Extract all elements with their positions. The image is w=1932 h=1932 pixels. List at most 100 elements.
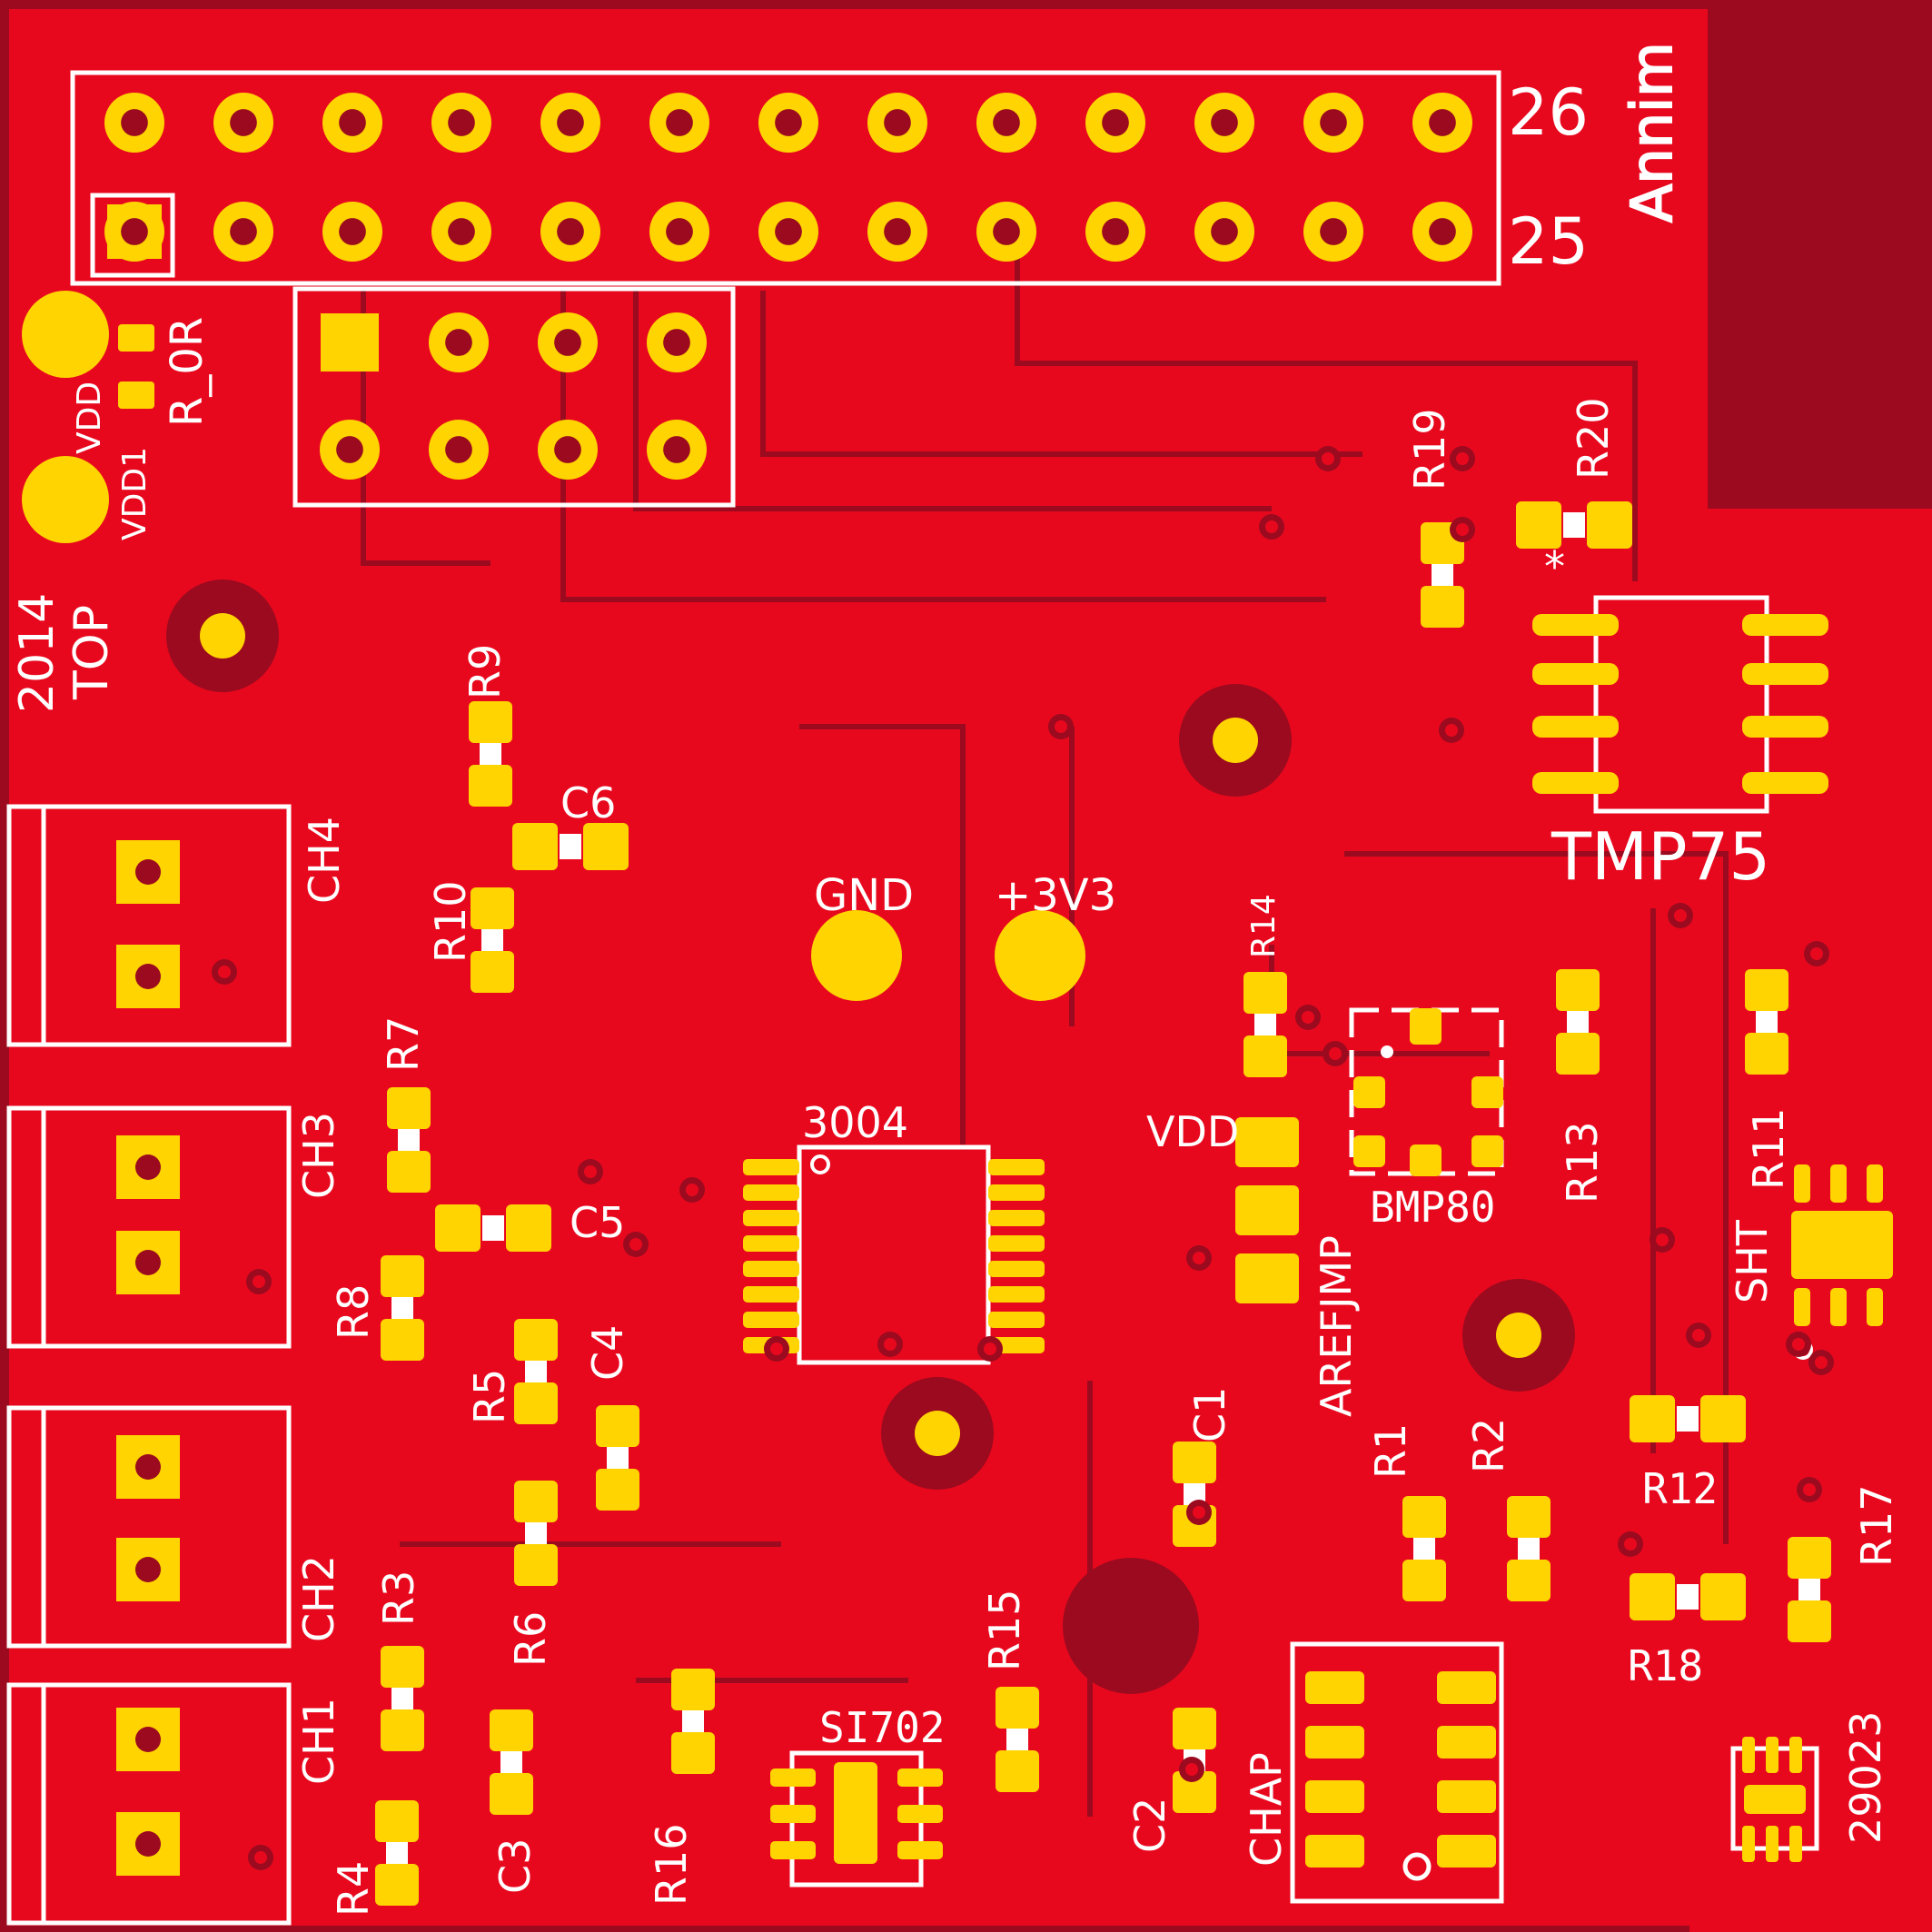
chap-pin1 — [1402, 1852, 1432, 1881]
passive-pad-a-1 — [512, 823, 558, 870]
r13-label: R13 — [1558, 1122, 1607, 1204]
r4-label: R4 — [329, 1861, 378, 1917]
passive-pad-b-7 — [596, 1469, 639, 1511]
channel-terminals — [6, 804, 292, 1926]
passive-body-17 — [1567, 1011, 1589, 1033]
passive-pad-a-19 — [1402, 1496, 1446, 1538]
header-pin-bottom-12-hole — [1320, 218, 1347, 245]
r6-label: R6 — [506, 1611, 555, 1667]
passive-body-24 — [682, 1710, 704, 1732]
r8-label: R8 — [329, 1284, 378, 1340]
passive-pad-b-11 — [375, 1864, 419, 1906]
passive-pad-a-20 — [1507, 1496, 1551, 1538]
tmp75-pad-right-4 — [1742, 772, 1828, 794]
passive-pad-b-19 — [1402, 1560, 1446, 1601]
header-pin-bottom-11-hole — [1211, 218, 1238, 245]
top-label: TOP — [64, 605, 119, 700]
passive-pad-a-17 — [1556, 969, 1600, 1011]
via-center-0 — [1055, 720, 1067, 733]
header-pin-top-5-hole — [557, 109, 584, 136]
r2-label: R2 — [1464, 1418, 1513, 1473]
passive-body-15 — [1563, 512, 1585, 538]
header-pin-bottom-3-hole — [339, 218, 366, 245]
chip-pad-left-7 — [743, 1312, 799, 1328]
via-center-11 — [984, 1342, 996, 1355]
via-center-26 — [1302, 1011, 1314, 1024]
passive-body-22 — [1677, 1584, 1699, 1610]
annim-label: Annim — [1619, 42, 1685, 223]
passive-body-5 — [391, 1297, 413, 1319]
bmp80-dot — [1381, 1045, 1393, 1058]
passive-pad-b-25 — [996, 1750, 1039, 1792]
vdd-pad — [22, 291, 109, 378]
r1-label: R1 — [1366, 1423, 1415, 1479]
passive-pad-a-6 — [514, 1319, 558, 1361]
gnd-pad — [811, 910, 902, 1001]
header-pin-bottom-2-hole — [230, 218, 257, 245]
via-center-6 — [1674, 909, 1687, 922]
chip-pad-right-6 — [988, 1286, 1045, 1303]
header-pin-bottom-13-hole — [1429, 218, 1456, 245]
header-pin-top-11-hole — [1211, 109, 1238, 136]
terminal-hole-4-1 — [135, 1727, 161, 1752]
passive-pad-b-1 — [583, 823, 629, 870]
r19-label: R19 — [1405, 409, 1454, 491]
passive-body-25 — [1006, 1729, 1028, 1750]
aux-pin-bottom-4-hole — [663, 436, 690, 463]
passive-pad-a-16 — [1243, 972, 1287, 1014]
passive-pad-a-0 — [469, 701, 512, 743]
chip-pad-left-4 — [743, 1235, 799, 1252]
via-center-7 — [1810, 947, 1823, 960]
via-center-4 — [1456, 523, 1469, 536]
passive-pad-b-2 — [471, 951, 514, 993]
passive-body-9 — [391, 1688, 413, 1709]
passive-pad-a-7 — [596, 1405, 639, 1447]
header-pin-bottom-4-hole — [448, 218, 475, 245]
passive-pad-b-23 — [1788, 1600, 1831, 1642]
v33-pad — [995, 910, 1085, 1001]
passive-body-23 — [1798, 1579, 1820, 1600]
chip-pad-right-7 — [988, 1312, 1045, 1328]
terminal-hole-1-1 — [135, 859, 161, 885]
year-label: 2014 — [10, 593, 64, 713]
passive-body-21 — [1677, 1406, 1699, 1432]
sht-label: SHT — [1728, 1219, 1777, 1303]
aux-header-outline — [292, 286, 736, 508]
ic-29023-pads — [1742, 1737, 1806, 1862]
r17-label: R17 — [1852, 1485, 1901, 1568]
passive-pad-b-3 — [387, 1151, 431, 1193]
header-outline — [70, 70, 1501, 286]
via-center-3 — [1456, 452, 1469, 465]
smd-passives — [375, 501, 1831, 1906]
passive-pad-b-6 — [514, 1382, 558, 1424]
passive-pad-a-9 — [381, 1646, 424, 1688]
c5-label: C5 — [570, 1198, 625, 1247]
passive-pad-b-20 — [1507, 1560, 1551, 1601]
terminal-hole-1-2 — [135, 964, 161, 989]
via-center-13 — [686, 1184, 698, 1196]
header-pin-bottom-5-hole — [557, 218, 584, 245]
header-pin-top-9-hole — [993, 109, 1020, 136]
terminal-hole-2-2 — [135, 1250, 161, 1275]
chap-pads — [1305, 1671, 1496, 1868]
header-pin-top-12-hole — [1320, 109, 1347, 136]
silkscreen-labels: 26 25 Annim R_0R VDD VDD1 2014 TOP R9 C6… — [10, 41, 1901, 1917]
si702-pads — [770, 1762, 943, 1864]
header-pin-top-8-hole — [884, 109, 911, 136]
r18-label: R18 — [1628, 1641, 1703, 1690]
passive-pad-b-13 — [1173, 1771, 1216, 1813]
passive-pad-a-12 — [1173, 1442, 1216, 1483]
chip-pad-left-5 — [743, 1261, 799, 1277]
aux-pin-bottom-3-hole — [554, 436, 581, 463]
via-center-16 — [253, 1275, 265, 1288]
passive-pad-b-14 — [1421, 586, 1464, 628]
chip-3004-body — [797, 1144, 991, 1365]
passive-pad-b-22 — [1700, 1573, 1746, 1620]
v33-label: +3V3 — [995, 870, 1116, 921]
ch3-label: CH3 — [294, 1112, 343, 1199]
r5-label: R5 — [465, 1369, 514, 1424]
chip-pad-left-2 — [743, 1184, 799, 1201]
passive-pad-a-2 — [471, 887, 514, 929]
c6-label: C6 — [560, 778, 616, 827]
